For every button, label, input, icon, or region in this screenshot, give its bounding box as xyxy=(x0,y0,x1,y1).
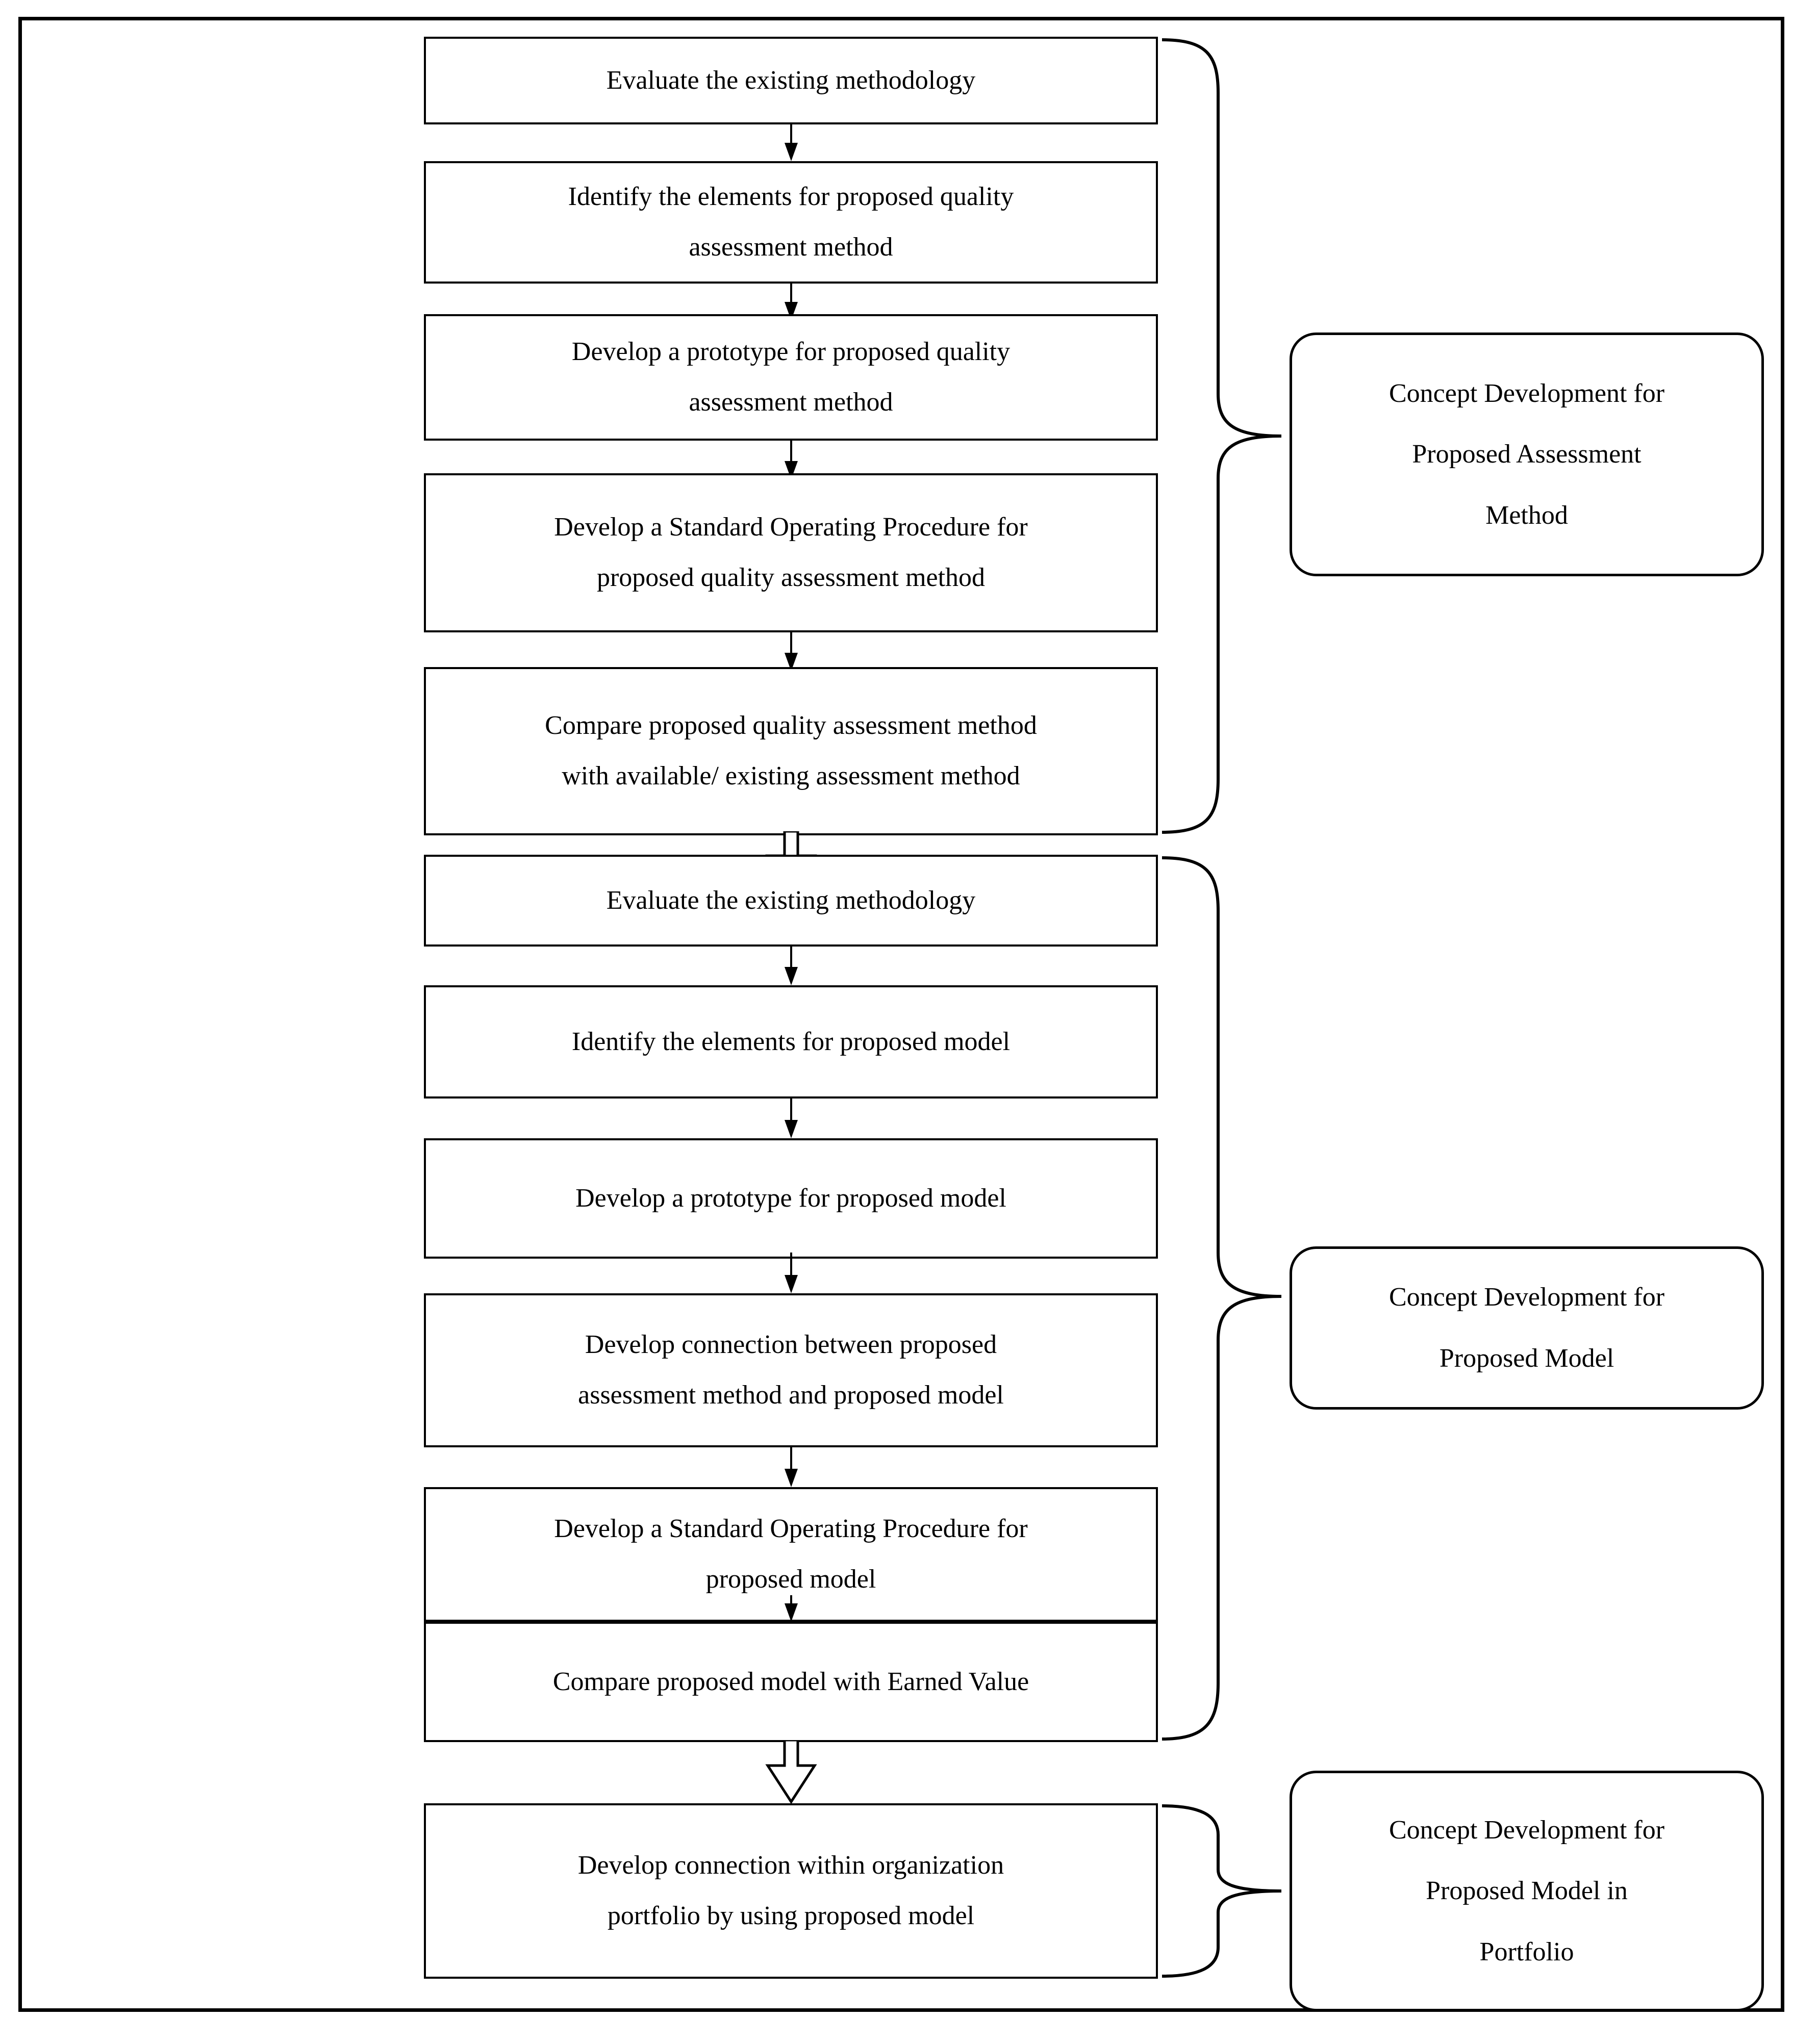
flow-arrow-10-11 xyxy=(785,1595,798,1624)
group-label-line: Portfolio xyxy=(1479,1937,1574,1966)
process-box-line: Develop a prototype for proposed quality xyxy=(571,337,1011,367)
process-box-line: Identify the elements for proposed model xyxy=(571,1027,1011,1056)
group-brace-2 xyxy=(1158,855,1285,1742)
process-box-step-8: Develop a prototype for proposed model xyxy=(424,1138,1158,1259)
process-box-line: with available/ existing assessment meth… xyxy=(562,761,1020,790)
flow-arrow-1-2 xyxy=(785,124,798,161)
process-box-step-10: Develop a Standard Operating Procedure f… xyxy=(424,1487,1158,1622)
group-brace-3 xyxy=(1158,1803,1285,1979)
group-label-line: Concept Development for xyxy=(1388,1815,1665,1845)
right-curly-brace-icon xyxy=(1162,38,1282,834)
arrow-shaft xyxy=(790,1253,792,1277)
right-curly-brace-icon xyxy=(1162,856,1282,1741)
process-box-line: Compare proposed model with Earned Value xyxy=(552,1667,1029,1696)
arrow-shaft xyxy=(790,1098,792,1122)
process-box-line: Develop connection between proposed xyxy=(585,1330,997,1360)
arrow-head-icon xyxy=(785,967,798,985)
process-box-line: Compare proposed quality assessment meth… xyxy=(545,711,1037,740)
process-box-step-12: Develop connection within organization p… xyxy=(424,1803,1158,1979)
hollow-down-arrow-icon xyxy=(765,1739,817,1804)
arrow-shaft xyxy=(790,1595,792,1605)
process-box-line: portfolio by using proposed model xyxy=(607,1901,975,1930)
process-box-line: assessment method xyxy=(689,233,893,262)
group-label-line: Proposed Model xyxy=(1439,1344,1614,1373)
group-label-line: Concept Development for xyxy=(1388,1283,1665,1312)
arrow-head-icon xyxy=(785,1469,798,1487)
process-box-line: Develop a Standard Operating Procedure f… xyxy=(554,513,1028,542)
process-box-line: Evaluate the existing methodology xyxy=(606,65,976,95)
arrow-shaft xyxy=(790,632,792,655)
arrow-shaft xyxy=(790,284,792,304)
group-label-line: Proposed Model in xyxy=(1426,1876,1628,1906)
arrow-shaft xyxy=(790,124,792,145)
flow-arrow-6-7 xyxy=(785,947,798,985)
group-label-box-1: Concept Development for Proposed Assessm… xyxy=(1290,333,1764,576)
process-box-line: Identify the elements for proposed quali… xyxy=(568,182,1014,212)
process-box-line: Develop connection within organization xyxy=(577,1851,1004,1880)
arrow-head-icon xyxy=(785,1603,798,1622)
process-box-line: proposed quality assessment method xyxy=(596,563,986,592)
process-box-line: Develop a prototype for proposed model xyxy=(575,1183,1006,1213)
arrow-shaft xyxy=(790,947,792,969)
arrow-head-icon xyxy=(785,143,798,161)
arrow-shaft xyxy=(790,441,792,463)
flow-arrow-4-5 xyxy=(785,632,798,671)
process-box-step-6: Evaluate the existing methodology xyxy=(424,855,1158,947)
arrow-shaft xyxy=(790,1447,792,1471)
right-curly-brace-icon xyxy=(1162,1804,1282,1978)
group-label-line: Concept Development for xyxy=(1388,378,1665,408)
process-box-step-11: Compare proposed model with Earned Value xyxy=(424,1622,1158,1742)
process-box-step-4: Develop a Standard Operating Procedure f… xyxy=(424,473,1158,632)
flow-arrow-8-9 xyxy=(785,1253,798,1293)
group-label-box-3: Concept Development for Proposed Model i… xyxy=(1290,1771,1764,2011)
arrow-head-icon xyxy=(785,1120,798,1138)
process-box-line: Develop a Standard Operating Procedure f… xyxy=(554,1514,1028,1544)
arrow-head-icon xyxy=(785,1275,798,1293)
group-label-box-2: Concept Development for Proposed Model xyxy=(1290,1246,1764,1410)
process-box-step-1: Evaluate the existing methodology xyxy=(424,37,1158,124)
process-box-line: assessment method and proposed model xyxy=(578,1381,1004,1410)
process-box-step-2: Identify the elements for proposed quali… xyxy=(424,161,1158,284)
process-box-line: proposed model xyxy=(705,1565,876,1594)
flow-arrow-9-10 xyxy=(785,1447,798,1487)
process-box-line: Evaluate the existing methodology xyxy=(606,885,976,915)
section-arrow-2-3 xyxy=(762,1739,821,1805)
group-label-line: Method xyxy=(1485,500,1568,530)
process-box-step-3: Develop a prototype for proposed quality… xyxy=(424,314,1158,441)
process-box-step-9: Develop connection between proposed asse… xyxy=(424,1293,1158,1447)
process-box-step-7: Identify the elements for proposed model xyxy=(424,985,1158,1098)
group-brace-1 xyxy=(1158,37,1285,835)
process-box-line: assessment method xyxy=(689,388,893,417)
group-label-line: Proposed Assessment xyxy=(1412,440,1642,469)
process-box-step-5: Compare proposed quality assessment meth… xyxy=(424,667,1158,835)
flow-arrow-7-8 xyxy=(785,1098,798,1138)
page-border xyxy=(18,17,1784,2012)
